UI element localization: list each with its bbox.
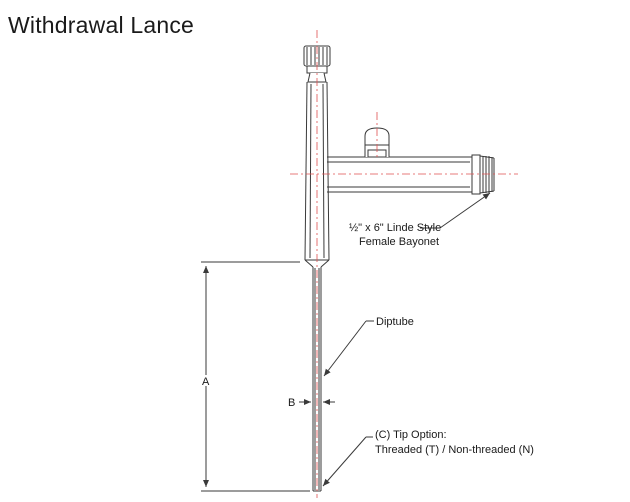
diptube-label: Diptube — [376, 316, 414, 328]
dim-a-label: A — [202, 376, 210, 388]
bayonet-branch — [327, 154, 495, 195]
tip-label-line1: (C) Tip Option: — [375, 429, 447, 441]
lance-body — [304, 81, 330, 268]
diptube — [312, 267, 322, 492]
dim-b-label: B — [288, 397, 295, 409]
centerlines — [290, 30, 518, 498]
diagram-title: Withdrawal Lance — [8, 12, 195, 38]
bayonet-label-line2: Female Bayonet — [359, 236, 439, 248]
diptube-leader — [323, 320, 374, 377]
tip-label-line2: Threaded (T) / Non-threaded (N) — [375, 444, 534, 456]
dimension-a — [201, 261, 310, 492]
relief-valve — [364, 127, 390, 158]
bayonet-label-line1: ½" x 6" Linde Style — [349, 222, 441, 234]
tip-leader — [322, 436, 373, 487]
bayonet-leader — [420, 192, 491, 229]
